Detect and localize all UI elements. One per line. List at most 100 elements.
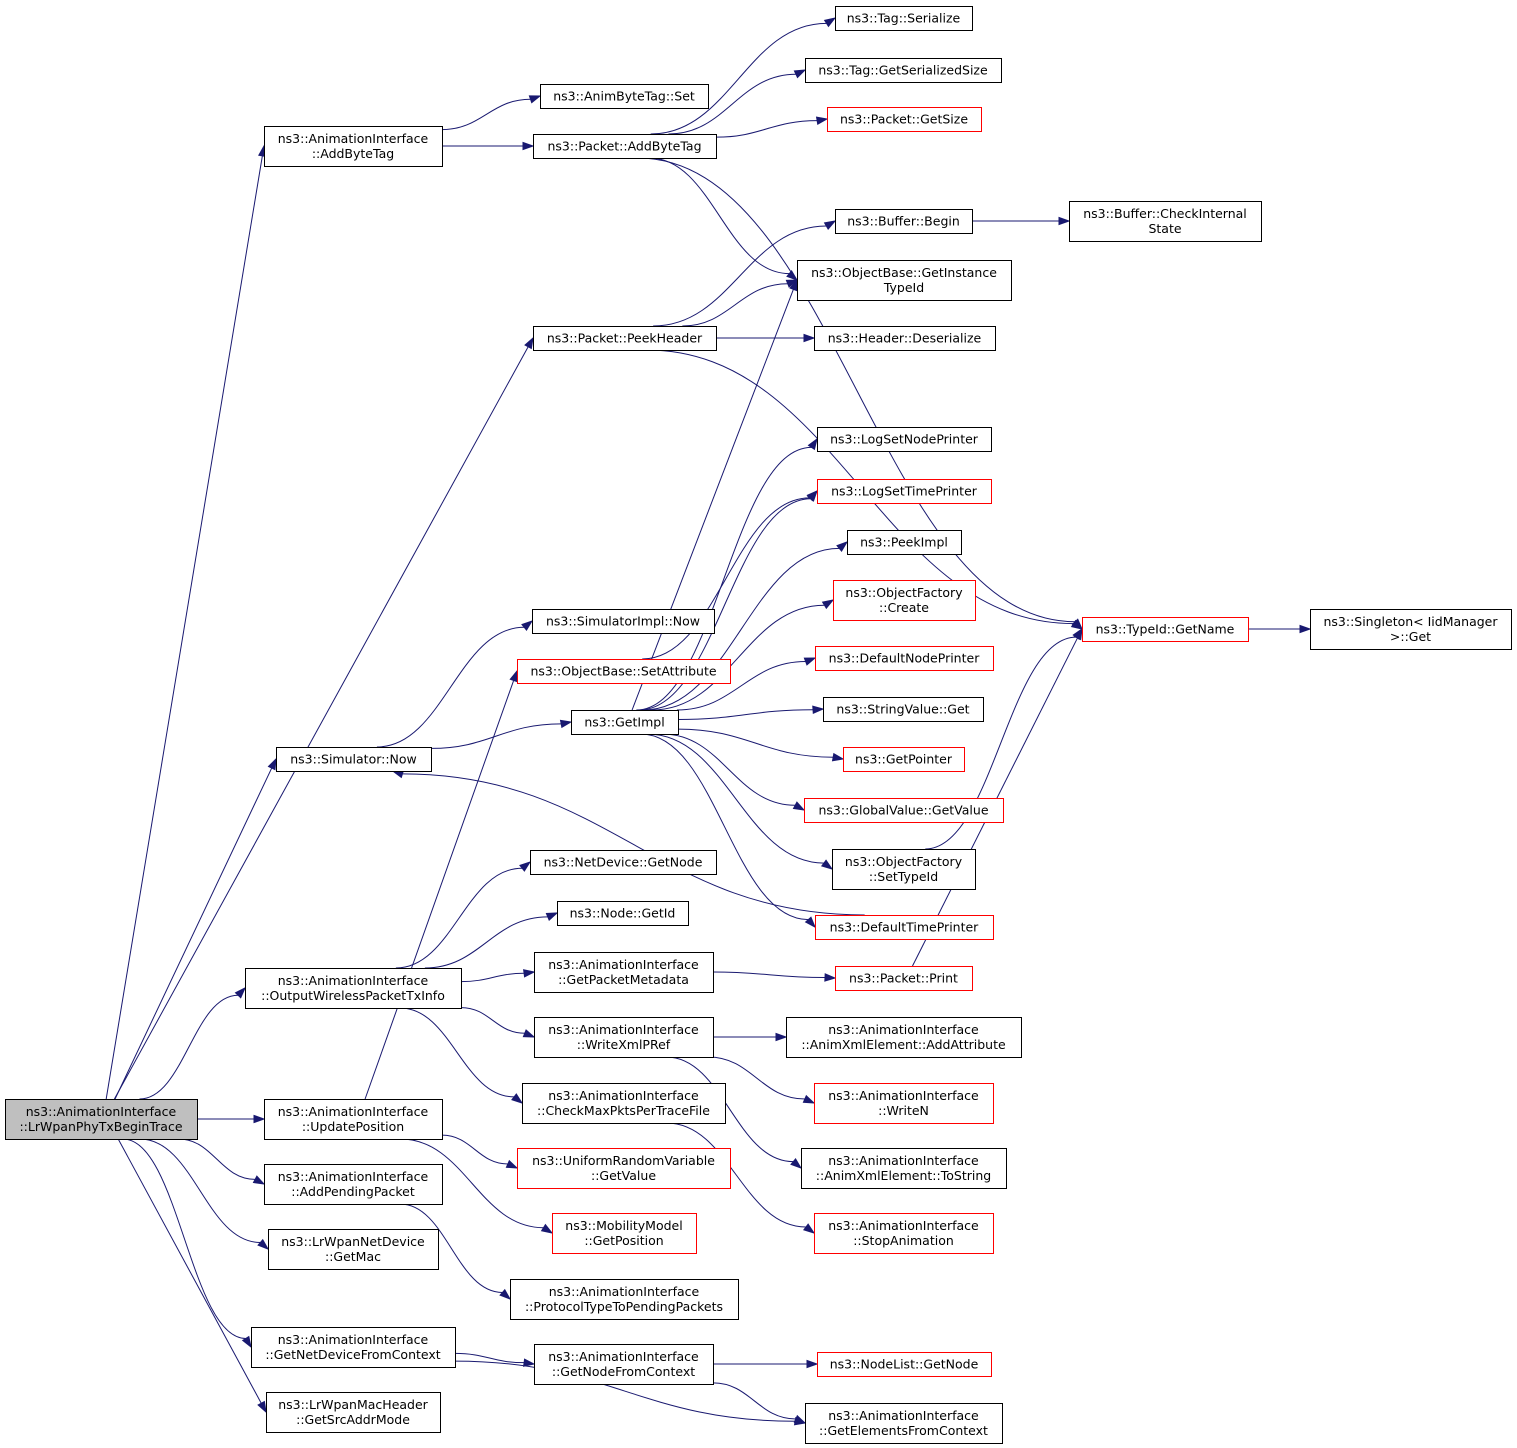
node-box xyxy=(814,1213,994,1254)
node-global-value-get-value[interactable]: ns3::GlobalValue::GetValue xyxy=(804,798,1004,823)
node-label: ns3::DefaultTimePrinter xyxy=(830,920,980,935)
edge-write-xml-pref-to-anim-xml-add-attribute xyxy=(712,1032,788,1042)
node-node-list-get-node[interactable]: ns3::NodeList::GetNode xyxy=(817,1352,992,1377)
node-label: ns3::ObjectBase::SetAttribute xyxy=(530,664,716,679)
edge-get-impl-to-string-value-get xyxy=(677,705,825,721)
node-header-deserialize[interactable]: ns3::Header::Deserialize xyxy=(814,326,996,351)
node-buffer-begin[interactable]: ns3::Buffer::Begin xyxy=(835,209,973,234)
edge-update-position-to-uniform-random-get-value xyxy=(441,1134,519,1169)
node-node-get-id[interactable]: ns3::Node::GetId xyxy=(557,901,689,926)
node-write-xml-pref[interactable]: ns3::AnimationInterface::WriteXmlPRef xyxy=(534,1017,714,1058)
edge-object-base-set-attribute-to-log-set-time-printer xyxy=(642,489,819,660)
node-object-factory-create[interactable]: ns3::ObjectFactory::Create xyxy=(833,580,976,621)
edge-update-position-to-mobility-get-position xyxy=(400,1138,554,1234)
node-mobility-get-position[interactable]: ns3::MobilityModel::GetPosition xyxy=(552,1213,697,1254)
node-box xyxy=(534,952,714,993)
node-packet-add-byte-tag[interactable]: ns3::Packet::AddByteTag xyxy=(533,134,717,159)
node-box xyxy=(557,901,689,926)
node-packet-print[interactable]: ns3::Packet::Print xyxy=(835,966,973,991)
node-label: ::AddPendingPacket xyxy=(291,1184,415,1199)
node-label: ns3::UniformRandomVariable xyxy=(532,1153,715,1168)
node-singleton-get[interactable]: ns3::Singleton< IidManager>::Get xyxy=(1310,609,1512,650)
node-box xyxy=(530,850,717,875)
node-label: ns3::LogSetNodePrinter xyxy=(830,432,979,447)
node-object-base-set-attribute[interactable]: ns3::ObjectBase::SetAttribute xyxy=(517,659,731,684)
node-get-packet-metadata[interactable]: ns3::AnimationInterface::GetPacketMetada… xyxy=(534,952,714,993)
node-object-factory-set-type-id[interactable]: ns3::ObjectFactory::SetTypeId xyxy=(832,849,976,890)
node-lr-wpan-get-mac[interactable]: ns3::LrWpanNetDevice::GetMac xyxy=(268,1229,439,1270)
node-default-time-printer[interactable]: ns3::DefaultTimePrinter xyxy=(815,915,994,940)
node-packet-peek-header[interactable]: ns3::Packet::PeekHeader xyxy=(533,326,717,351)
node-anim-byte-tag-set[interactable]: ns3::AnimByteTag::Set xyxy=(540,84,709,109)
edge-output-wireless-packet-tx-info-to-write-xml-pref xyxy=(460,1007,536,1038)
node-protocol-type-to-pending[interactable]: ns3::AnimationInterface::ProtocolTypeToP… xyxy=(510,1279,739,1320)
node-box xyxy=(571,710,679,735)
node-default-node-printer[interactable]: ns3::DefaultNodePrinter xyxy=(815,646,994,671)
node-string-value-get[interactable]: ns3::StringValue::Get xyxy=(823,697,984,722)
node-get-elements-from-context[interactable]: ns3::AnimationInterface::GetElementsFrom… xyxy=(805,1403,1003,1444)
node-box xyxy=(827,107,982,132)
node-label: ns3::MobilityModel xyxy=(565,1218,682,1233)
node-simulator-now[interactable]: ns3::Simulator::Now xyxy=(276,747,432,772)
node-label: ::UpdatePosition xyxy=(302,1119,404,1134)
node-box xyxy=(814,1083,994,1124)
node-get-node-from-context[interactable]: ns3::AnimationInterface::GetNodeFromCont… xyxy=(534,1344,714,1385)
node-write-n[interactable]: ns3::AnimationInterface::WriteN xyxy=(814,1083,994,1124)
edge-line xyxy=(395,867,523,969)
node-output-wireless-packet-tx-info[interactable]: ns3::AnimationInterface::OutputWirelessP… xyxy=(245,968,462,1009)
node-label: ns3::AnimationInterface xyxy=(278,973,429,988)
node-add-pending-packet[interactable]: ns3::AnimationInterface::AddPendingPacke… xyxy=(264,1164,443,1205)
node-log-set-node-printer[interactable]: ns3::LogSetNodePrinter xyxy=(817,427,992,452)
node-box xyxy=(805,58,1002,83)
node-anim-xml-add-attribute[interactable]: ns3::AnimationInterface::AnimXmlElement:… xyxy=(786,1017,1022,1058)
edge-line xyxy=(715,120,818,138)
edge-line xyxy=(364,680,515,1100)
node-label: ns3::AnimationInterface xyxy=(548,1022,699,1037)
edge-line xyxy=(400,1203,503,1293)
node-lr-wpan-get-src-addr-mode[interactable]: ns3::LrWpanMacHeader::GetSrcAddrMode xyxy=(266,1392,441,1433)
node-log-set-time-printer[interactable]: ns3::LogSetTimePrinter xyxy=(817,479,992,504)
node-get-pointer[interactable]: ns3::GetPointer xyxy=(843,747,965,772)
node-label: TypeId xyxy=(883,280,924,295)
node-label: ns3::StringValue::Get xyxy=(836,702,969,717)
node-box xyxy=(1082,617,1249,642)
node-label: ns3::AnimationInterface xyxy=(548,1088,699,1103)
arrowhead-icon xyxy=(521,620,534,631)
node-simulator-impl-now[interactable]: ns3::SimulatorImpl::Now xyxy=(532,609,715,634)
node-tag-serialize[interactable]: ns3::Tag::Serialize xyxy=(835,6,973,31)
node-check-max-pkts[interactable]: ns3::AnimationInterface::CheckMaxPktsPer… xyxy=(522,1083,726,1124)
node-box xyxy=(517,659,731,684)
node-label: ns3::AnimationInterface xyxy=(549,1284,700,1299)
node-label: ns3::DefaultNodePrinter xyxy=(829,651,981,666)
node-label: State xyxy=(1148,221,1181,236)
arrowhead-icon xyxy=(806,489,819,502)
node-box xyxy=(804,798,1004,823)
arrowhead-icon xyxy=(820,859,834,870)
node-packet-get-size[interactable]: ns3::Packet::GetSize xyxy=(827,107,982,132)
arrowhead-icon xyxy=(823,220,837,230)
node-get-net-device-from-context[interactable]: ns3::AnimationInterface::GetNetDeviceFro… xyxy=(251,1327,456,1368)
node-box xyxy=(847,530,962,555)
node-peek-impl[interactable]: ns3::PeekImpl xyxy=(847,530,962,555)
node-get-impl[interactable]: ns3::GetImpl xyxy=(571,710,679,735)
edge-add-byte-tag-ai-to-anim-byte-tag-set xyxy=(441,95,542,131)
node-tag-get-serialized-size[interactable]: ns3::Tag::GetSerializedSize xyxy=(805,58,1002,83)
node-update-position[interactable]: ns3::AnimationInterface::UpdatePosition xyxy=(264,1099,443,1140)
node-add-byte-tag-ai[interactable]: ns3::AnimationInterface::AddByteTag xyxy=(264,126,443,167)
node-net-device-get-node[interactable]: ns3::NetDevice::GetNode xyxy=(530,850,717,875)
node-anim-xml-to-string[interactable]: ns3::AnimationInterface::AnimXmlElement:… xyxy=(801,1148,1007,1189)
node-box xyxy=(833,580,976,621)
node-type-id-get-name[interactable]: ns3::TypeId::GetName xyxy=(1082,617,1249,642)
arrowhead-icon xyxy=(821,599,835,610)
arrowhead-icon xyxy=(522,1029,536,1038)
node-uniform-random-get-value[interactable]: ns3::UniformRandomVariable::GetValue xyxy=(517,1148,731,1189)
node-root[interactable]: ns3::AnimationInterface::LrWpanPhyTxBegi… xyxy=(5,1099,198,1140)
node-label: ns3::SimulatorImpl::Now xyxy=(546,614,700,629)
node-box xyxy=(533,326,717,351)
node-stop-animation[interactable]: ns3::AnimationInterface::StopAnimation xyxy=(814,1213,994,1254)
edge-line xyxy=(647,733,824,864)
node-box xyxy=(552,1213,697,1254)
node-label: ns3::AnimationInterface xyxy=(278,1332,429,1347)
